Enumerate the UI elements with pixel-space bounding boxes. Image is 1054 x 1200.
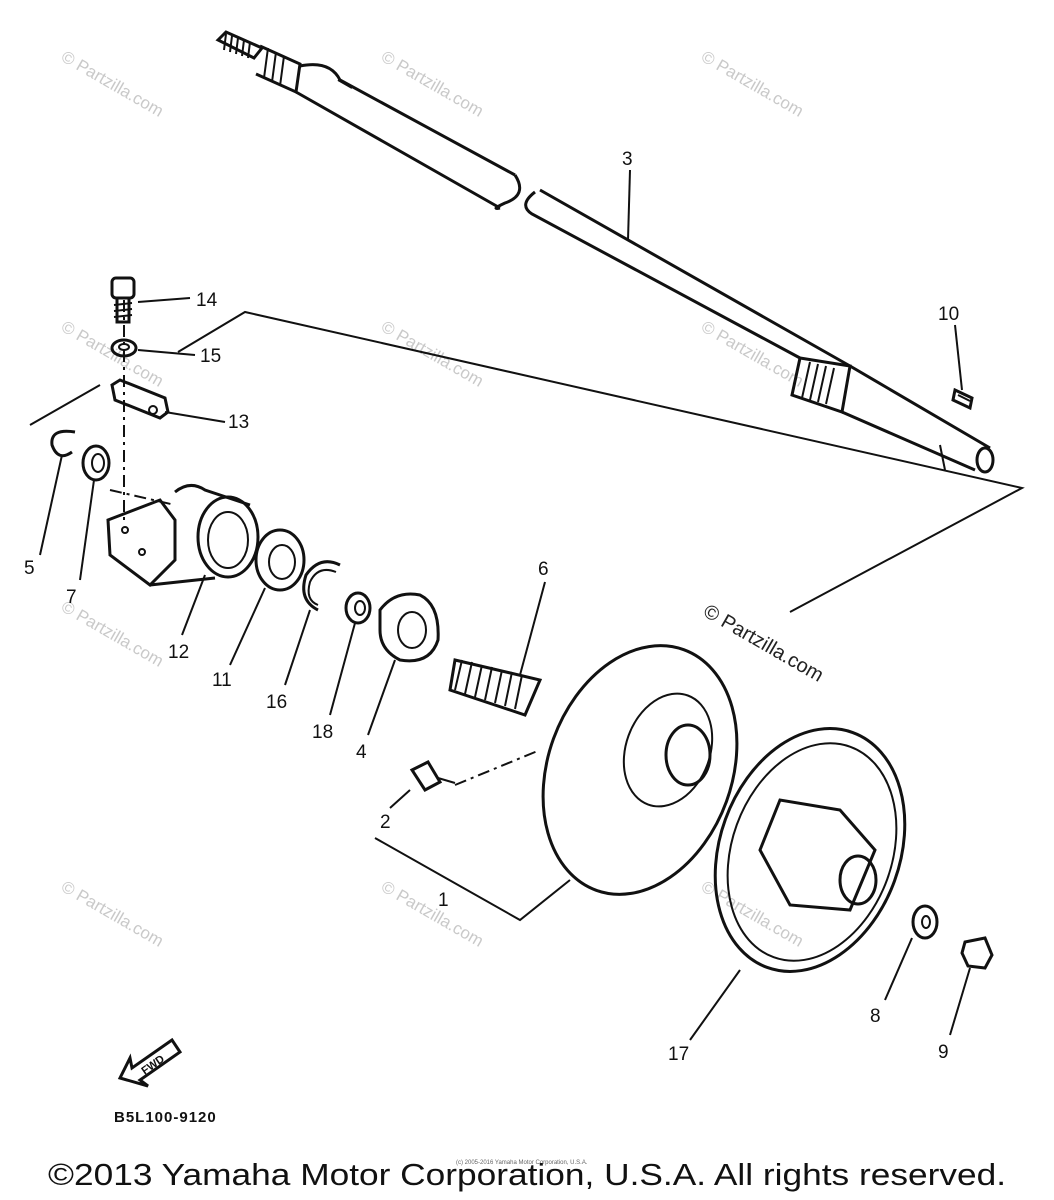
callout-6: 6 [538,559,549,580]
watermark: © Partzilla.com [378,877,487,951]
shaft [215,30,995,474]
key-part [951,387,974,411]
callout-8: 8 [870,1006,881,1027]
callout-11: 11 [212,670,232,691]
callout-15: 15 [200,346,221,367]
seal-part [81,444,111,482]
watermark-highlight: © Partzilla.com [700,600,828,686]
callout-12: 12 [168,642,189,663]
assembly-outline [177,310,1025,613]
callout-18: 18 [312,722,333,743]
callout-2: 2 [380,812,391,833]
callout-4: 4 [356,742,367,763]
watermark: © Partzilla.com [698,47,807,121]
callout-16: 16 [266,692,287,713]
fwd-label: FWD [140,1053,167,1077]
fwd-arrow-icon: FWD [117,1037,183,1088]
watermark: © Partzilla.com [58,47,167,121]
watermark: © Partzilla.com [58,597,167,671]
leader-lines [39,169,971,1041]
snap-ring-part [302,560,341,612]
bolt-part-2 [409,760,456,792]
sliding-sheave-part [713,727,907,973]
centerline [454,749,541,786]
bushing-part [344,591,372,625]
bearing-housing-part [106,484,260,587]
callout-3: 3 [622,149,633,170]
callout-10: 10 [938,304,959,325]
callout-14: 14 [196,290,218,311]
centerline [109,489,176,506]
drawing-code: B5L100-9120 [114,1109,217,1126]
circlip-part [50,429,76,458]
fine-copyright: (c) 2005-2016 Yamaha Motor Corporation, … [456,1160,588,1166]
washer-part-8 [911,904,939,940]
cam-part [378,592,440,663]
callout-13: 13 [228,412,249,433]
callout-9: 9 [938,1042,949,1063]
callout-7: 7 [66,587,77,608]
watermark: © Partzilla.com [58,877,167,951]
callout-5: 5 [24,558,35,579]
callout-17: 17 [668,1044,689,1065]
spring-part [448,658,543,717]
bolt-part [110,276,136,324]
watermark-layer: © Partzilla.com © Partzilla.com © Partzi… [58,47,827,951]
assembly-outline-left [29,384,101,426]
fixed-sheave-part [541,644,739,896]
callout-1: 1 [438,890,449,911]
watermark: © Partzilla.com [58,317,167,391]
nut-part [960,936,994,970]
bearing-part [254,528,306,592]
copyright-notice: ©2013 Yamaha Motor Corporation, U.S.A. A… [48,1157,1006,1192]
